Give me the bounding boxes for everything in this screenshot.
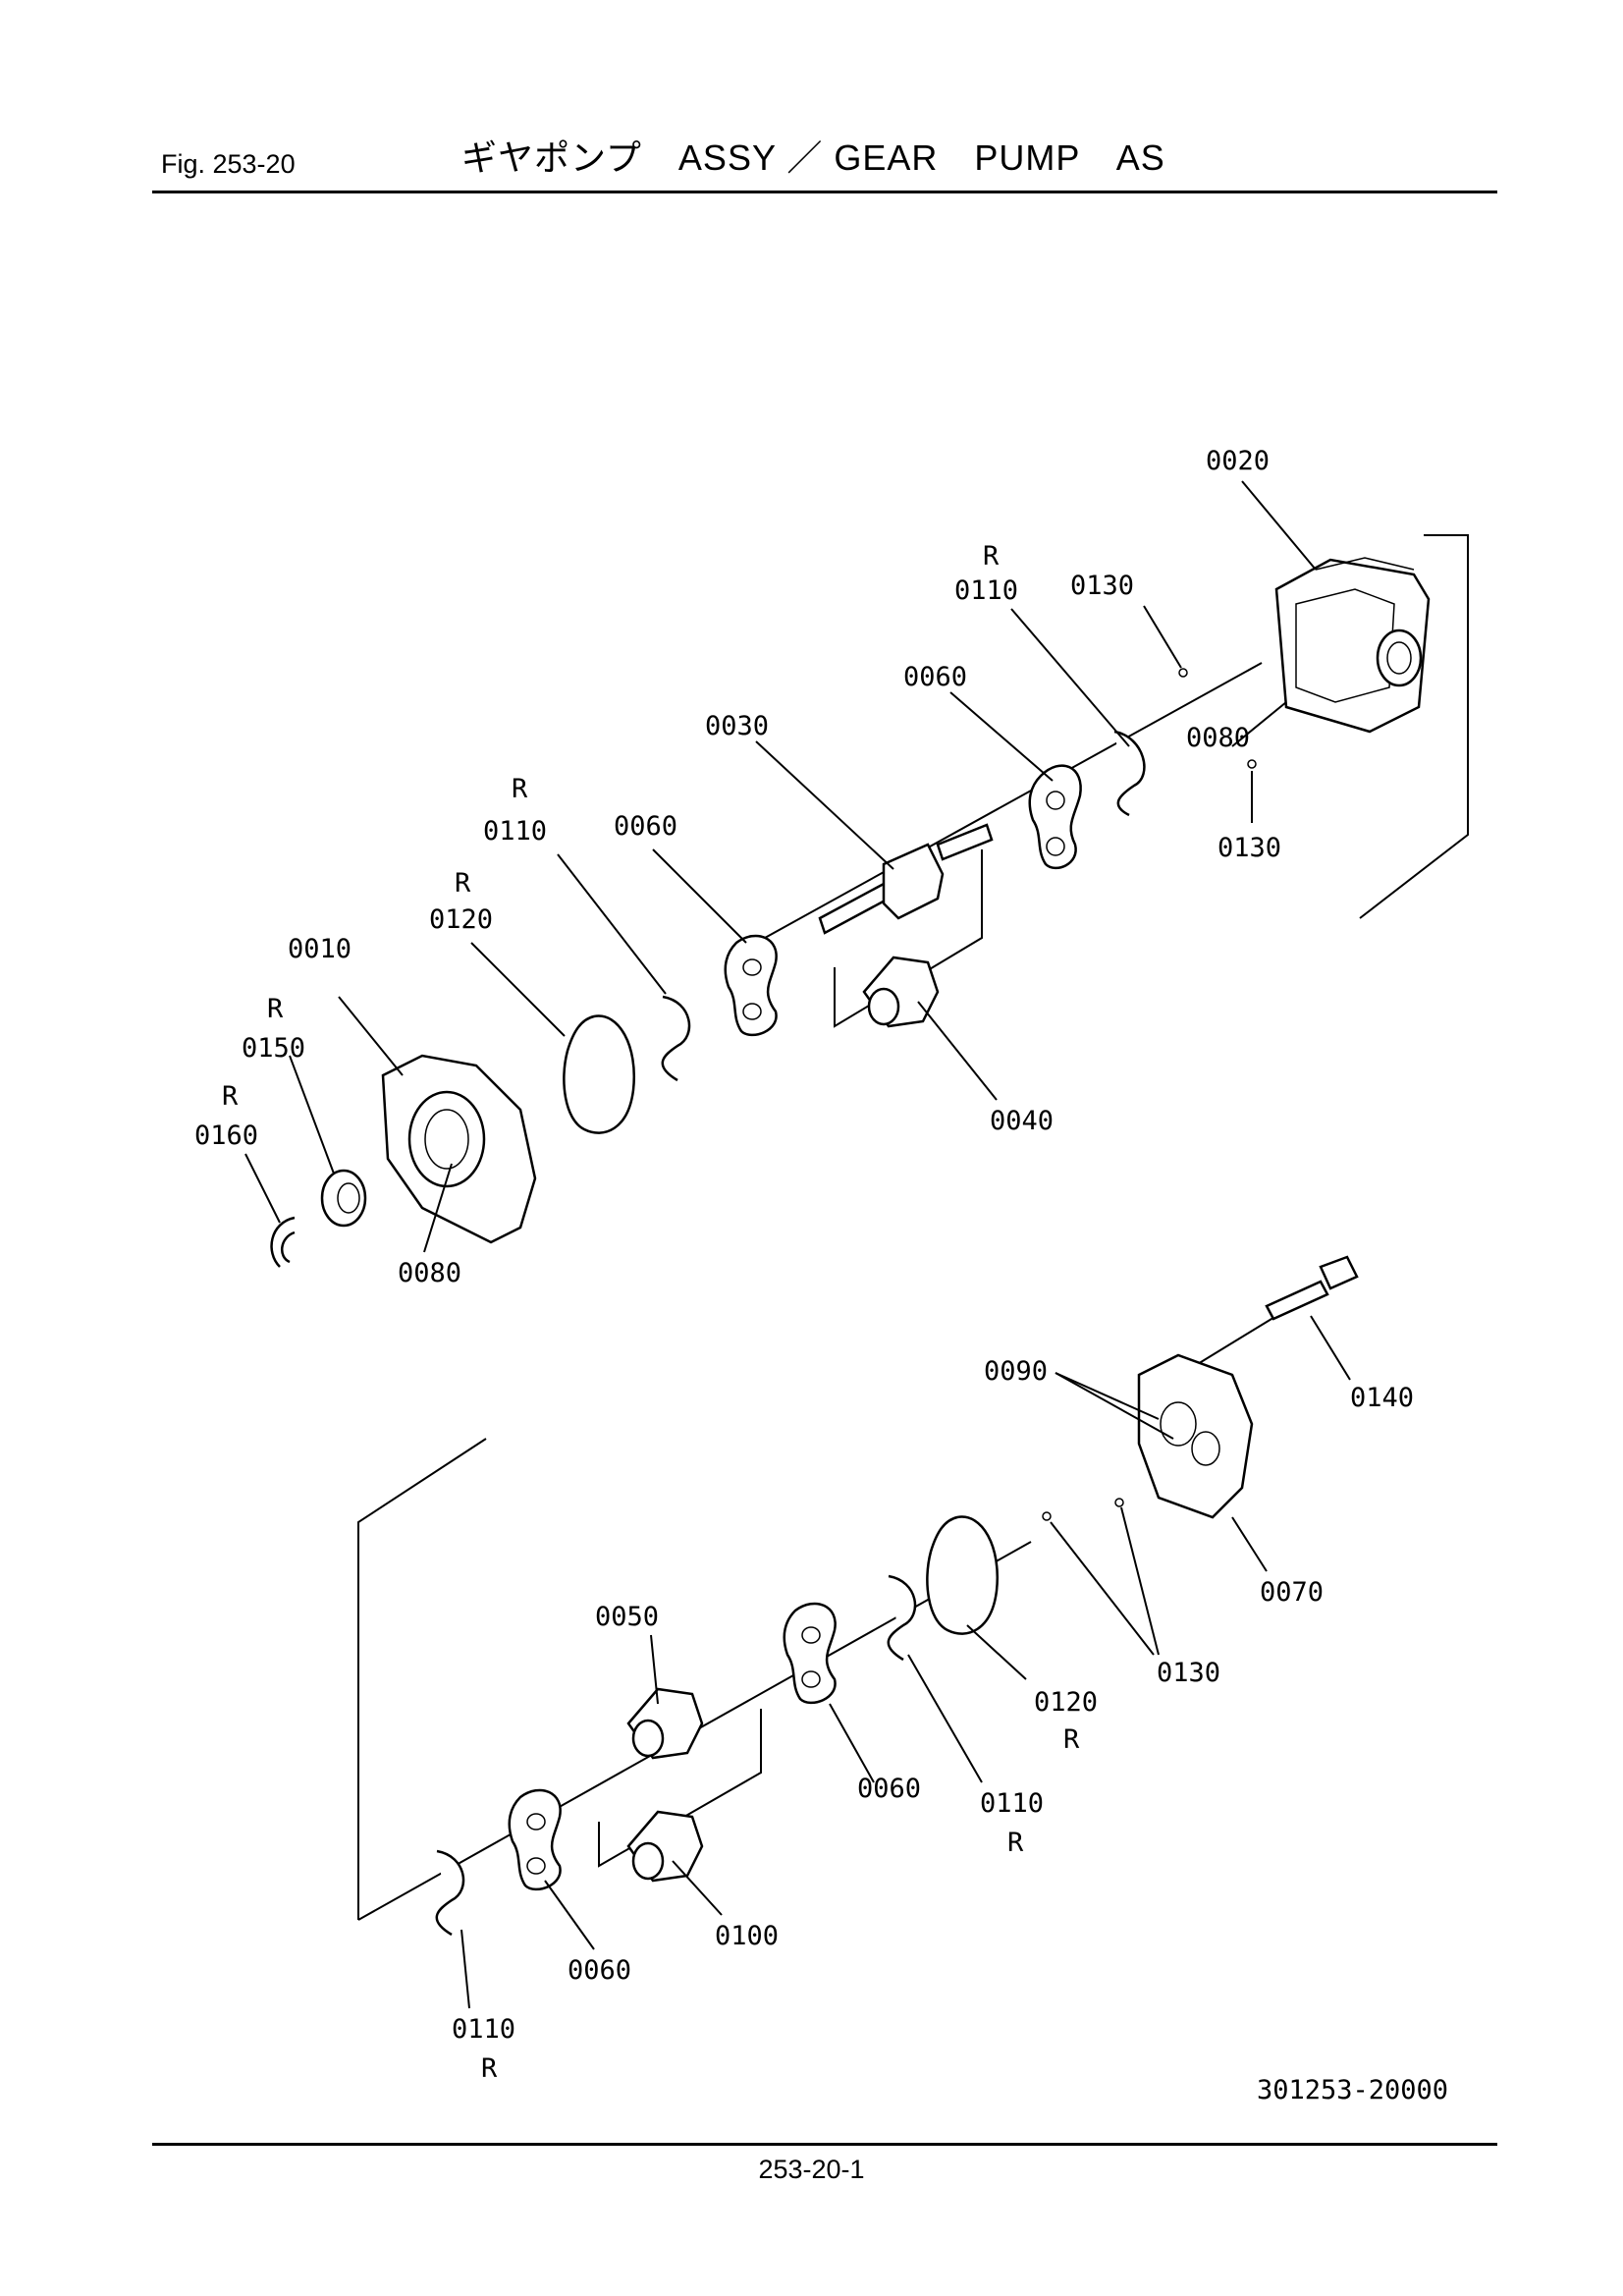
pump-body-part (1274, 557, 1431, 734)
callout-0110: 0110 (954, 575, 1018, 606)
callout-0050: 0050 (595, 1602, 659, 1632)
callout-0160-r: R (222, 1081, 239, 1112)
drive-gear-shaft-part (818, 823, 994, 935)
callout-0120-r: R (1063, 1724, 1080, 1755)
callout-labels: 0020 R 0110 0130 0060 0030 0080 0130 R 0… (194, 446, 1414, 2084)
callout-0080: 0080 (398, 1258, 461, 1288)
callout-0060: 0060 (568, 1955, 631, 1986)
oil-seal-part (320, 1169, 367, 1228)
callout-0130: 0130 (1217, 833, 1281, 863)
page-number: 253-20-1 (758, 2155, 865, 2184)
driven-gear-part (862, 956, 940, 1028)
snap-ring-part (887, 1574, 917, 1662)
figure-label: Fig. 253-20 (161, 149, 296, 179)
o-ring-part (926, 1515, 1000, 1635)
callout-0120: 0120 (1034, 1687, 1098, 1718)
leader-lines (244, 480, 1351, 2009)
callout-0070: 0070 (1260, 1577, 1324, 1608)
gear-part (626, 1810, 704, 1883)
gear-part (626, 1687, 704, 1760)
o-ring-part (563, 1014, 636, 1134)
callout-0090: 0090 (984, 1356, 1048, 1387)
callout-0110-r: R (512, 774, 528, 804)
callout-0020: 0020 (1206, 446, 1270, 476)
callout-0130: 0130 (1070, 571, 1134, 601)
side-plate-part (508, 1788, 562, 1891)
callout-0060: 0060 (903, 662, 967, 692)
callout-0110: 0110 (452, 2014, 515, 2045)
side-plate-part (1028, 764, 1082, 870)
callout-0100: 0100 (715, 1921, 779, 1951)
snap-ring-part (435, 1849, 465, 1937)
pin-markers (1042, 668, 1257, 1521)
callout-0040: 0040 (990, 1106, 1054, 1136)
header-rule (152, 191, 1497, 193)
page-title: ギヤポンプ ASSY ／ GEAR PUMP AS (461, 137, 1165, 178)
callout-0130: 0130 (1157, 1658, 1220, 1688)
callout-0150-r: R (267, 994, 284, 1024)
callout-0110-r: R (481, 2053, 498, 2084)
callout-0150: 0150 (242, 1033, 305, 1064)
callout-0010: 0010 (288, 934, 352, 964)
retaining-ring-part (270, 1216, 296, 1268)
callout-0030: 0030 (705, 711, 769, 741)
callout-0110: 0110 (483, 816, 547, 847)
callout-0140: 0140 (1350, 1383, 1414, 1413)
callout-0120: 0120 (429, 904, 493, 935)
callout-0160: 0160 (194, 1121, 258, 1151)
snap-ring-part (1113, 730, 1146, 817)
rear-cover-part (1137, 1353, 1254, 1519)
assembly-frame-lines (357, 534, 1469, 1921)
side-plate-part (783, 1602, 837, 1705)
callout-0110-r: R (1007, 1828, 1024, 1858)
callout-0110-r: R (983, 541, 1000, 572)
callout-0120-r: R (455, 868, 471, 899)
front-cover-part (381, 1054, 537, 1244)
snap-ring-part (661, 995, 691, 1082)
footer-rule (152, 2143, 1497, 2146)
callout-0060: 0060 (857, 1774, 921, 1804)
drawing-number: 301253-20000 (1257, 2075, 1448, 2105)
callout-0060: 0060 (614, 811, 677, 842)
side-plate-part (724, 934, 778, 1037)
bolt-part (1265, 1255, 1359, 1321)
callout-0110: 0110 (980, 1788, 1044, 1819)
callout-0080: 0080 (1186, 723, 1250, 753)
